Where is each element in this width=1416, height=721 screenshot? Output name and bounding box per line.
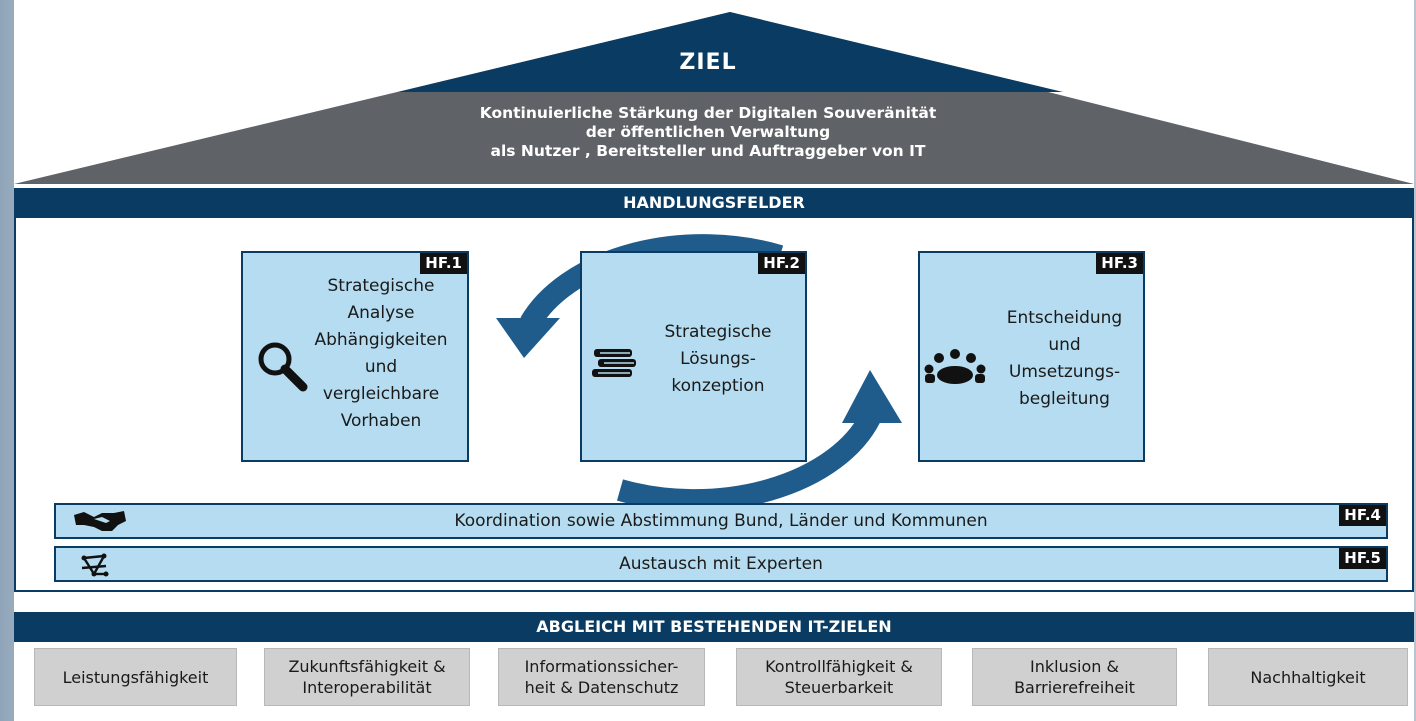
handshake-icon bbox=[74, 511, 126, 531]
hf4-label: Koordination sowie Abstimmung Bund, Länd… bbox=[454, 511, 988, 531]
hf1-text: Strategische Analyse Abhängigkeiten und … bbox=[314, 276, 448, 431]
it-goal-kontrollfaehigkeit: Kontrollfähigkeit &Steuerbarkeit bbox=[736, 648, 942, 706]
goal-statement: Kontinuierliche Stärkung der Digitalen S… bbox=[479, 104, 937, 160]
roof-graphic bbox=[14, 12, 1414, 184]
hf5-row: Austausch mit Experten HF.5 bbox=[54, 546, 1388, 582]
hf1-tag: HF.1 bbox=[420, 253, 467, 274]
magnifier-icon bbox=[258, 342, 308, 392]
hf3-text: Entscheidung und Umsetzungs- begleitung bbox=[1006, 308, 1123, 409]
it-goal-inklusion: Inklusion &Barrierefreiheit bbox=[972, 648, 1177, 706]
hf3-box: HF.3 Entscheidung und Umsetzungs- beglei… bbox=[918, 251, 1145, 462]
hf2-tag: HF.2 bbox=[758, 253, 805, 274]
hf2-box: HF.2 Strategische Lösungs- konzeption bbox=[580, 251, 807, 462]
it-goal-leistungsfaehigkeit: Leistungsfähigkeit bbox=[34, 648, 237, 706]
hf5-tag: HF.5 bbox=[1339, 548, 1386, 569]
network-icon bbox=[81, 553, 109, 577]
handlungsfelder-header: HANDLUNGSFELDER bbox=[14, 188, 1414, 218]
hf5-label: Austausch mit Experten bbox=[619, 554, 823, 574]
hf3-tag: HF.3 bbox=[1096, 253, 1143, 274]
abgleich-area bbox=[14, 642, 1414, 721]
goal-title: ZIEL bbox=[679, 50, 737, 75]
books-icon bbox=[592, 349, 636, 377]
it-goal-nachhaltigkeit: Nachhaltigkeit bbox=[1208, 648, 1408, 706]
abgleich-header: ABGLEICH MIT BESTEHENDEN IT-ZIELEN bbox=[14, 612, 1414, 642]
people-meeting-icon bbox=[924, 349, 986, 384]
hf1-box: HF.1 Strategische Analyse Abhängigkeiten… bbox=[241, 251, 469, 462]
hf4-row: Koordination sowie Abstimmung Bund, Länd… bbox=[54, 503, 1388, 539]
it-goal-informationssicherheit: Informationssicher-heit & Datenschutz bbox=[498, 648, 705, 706]
hf4-tag: HF.4 bbox=[1339, 505, 1386, 526]
hf2-text: Strategische Lösungs- konzeption bbox=[664, 322, 772, 396]
it-goal-zukunftsfaehigkeit: Zukunftsfähigkeit &Interoperabilität bbox=[264, 648, 470, 706]
